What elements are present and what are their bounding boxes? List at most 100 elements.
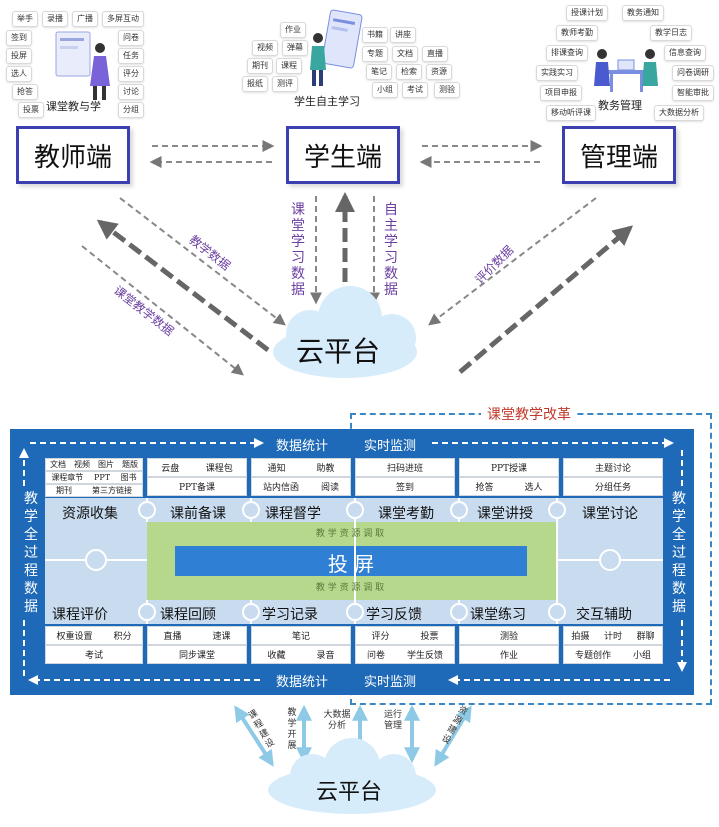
tag: 多屏互动 [102,11,144,27]
cell-text: 小组 [632,651,651,661]
link-bigdata: 大数据分析 [323,710,351,731]
admin-role-box: 管理端 [562,126,676,184]
piece-course-eval: 课程评价 [52,607,108,623]
cell-topic-discuss: 主题讨论 [563,458,663,477]
cell-text: 录音 [316,651,335,661]
cloud-label-top: 云平台 [296,335,381,368]
piece-learn-record: 学习记录 [262,607,318,623]
student-caption: 学生自主学习 [294,95,360,108]
tag: 信息查询 [664,45,706,61]
tag: 报纸 [242,76,268,92]
piece-resource-collect: 资源收集 [62,506,118,522]
cell-text: 问卷 [366,651,385,661]
tag: 任务 [118,48,144,64]
cell-group-task: 分组任务 [563,477,663,496]
tag: 资源 [426,64,452,80]
label-class-learn-data: 课堂学习数据 [291,202,305,298]
band-bottom-stats: 数据统计 [272,671,333,690]
label-self-learn-data: 自主学习数据 [384,202,398,298]
tag: 教学日志 [650,25,692,41]
tag: 书籍 [362,27,388,43]
piece-pre-class-prep: 课前备课 [170,506,226,522]
band-top-monitor: 实时监测 [360,435,421,454]
tag: 期刊 [247,58,273,74]
tag: 实践实习 [536,65,578,81]
tag: 广播 [72,11,98,27]
cell-text: 题版 [122,460,138,469]
band-bottom-monitor: 实时监测 [360,671,421,690]
cloud-shape-bottom [268,738,436,814]
center-sub-top: 教 学 资 源 调 取 [315,529,385,539]
cell-message: 站内信函 阅读 [251,477,351,496]
cell-text: 权重设置 [56,632,93,642]
cell-scan-join: 扫码进班 [355,458,455,477]
tag: 笔记 [366,64,392,80]
tag: 问卷 [118,30,144,46]
tag: 投票 [18,102,44,118]
flow-arrows [81,140,634,378]
cell-text: 抢答 [475,483,494,493]
student-role-box: 学生端 [286,126,400,184]
student-illustration [310,9,363,86]
tag: 录播 [42,11,68,27]
center-sub-bottom: 教 学 资 源 调 取 [315,583,385,593]
cell-notice: 通知 助教 [251,458,351,477]
tag: 教师考勤 [556,25,598,41]
tag: 大数据分析 [654,105,704,121]
tag: 视频 [252,40,278,56]
cell-score: 评分 投票 [355,626,455,645]
piece-discussion: 课堂讨论 [582,506,638,522]
cloud-label-bottom: 云平台 [316,780,383,805]
cell-text: 拍摄 [571,632,590,642]
cell-signin: 签到 [355,477,455,496]
cell-resource-links: 期刊 第三方链接 [45,484,143,497]
tag: 问卷调研 [672,65,714,81]
piece-lecture: 课堂讲授 [477,506,533,522]
cell-survey: 问卷 学生反馈 [355,645,455,664]
tag: 测评 [272,76,298,92]
cell-resource-types: 文档 视频 图片 题版 [45,458,143,471]
cell-topic-create: 专题创作 小组 [563,645,663,664]
cell-text: 积分 [113,632,132,642]
tag: 排课查询 [546,45,588,61]
cell-text: 课程章节 [51,473,84,482]
cell-text: 计时 [603,632,622,642]
cell-ppt-teach: PPT授课 [459,458,559,477]
cell-exam: 考试 [45,645,143,664]
cell-text: 专题创作 [574,651,611,661]
piece-class-practice: 课堂练习 [470,607,526,623]
reform-title: 课堂教学改革 [481,404,577,424]
piece-course-review: 课程回顾 [160,607,216,623]
cell-text: 视频 [74,460,90,469]
cell-text: 通知 [267,464,286,474]
tag: 讨论 [118,84,144,100]
tag: 作业 [280,22,306,38]
teacher-role-box: 教师端 [16,126,130,184]
tag: 教务通知 [622,5,664,21]
tag: 小组 [372,82,398,98]
cell-text: 评分 [371,632,390,642]
tag: 授课计划 [566,5,608,21]
tag: 弹幕 [282,40,308,56]
cell-resource-chapters: 课程章节 PPT 图书 [45,471,143,484]
piece-interact-assist: 交互辅助 [576,607,632,623]
cell-text: 学生反馈 [406,651,443,661]
tag: 项目申报 [540,85,582,101]
tag: 测验 [434,82,460,98]
teacher-caption: 课堂教与学 [46,100,101,113]
tag: 智能审批 [672,85,714,101]
side-right-label: 教学全过程数据 [670,490,688,616]
cell-sync-class: 同步课堂 [147,645,247,664]
tag: 直播 [422,46,448,62]
cell-text: 第三方链接 [92,486,132,495]
cloud-shape-top [273,286,417,378]
cell-text: 速课 [212,632,231,642]
link-ops: 运行管理 [383,710,402,731]
cell-cloud-pkg: 云盘 课程包 [147,458,247,477]
cell-text: 助教 [316,464,335,474]
cell-homework: 作业 [459,645,559,664]
cell-shoot: 拍摄 计时 群聊 [563,626,663,645]
piece-learn-feedback: 学习反馈 [366,607,422,623]
